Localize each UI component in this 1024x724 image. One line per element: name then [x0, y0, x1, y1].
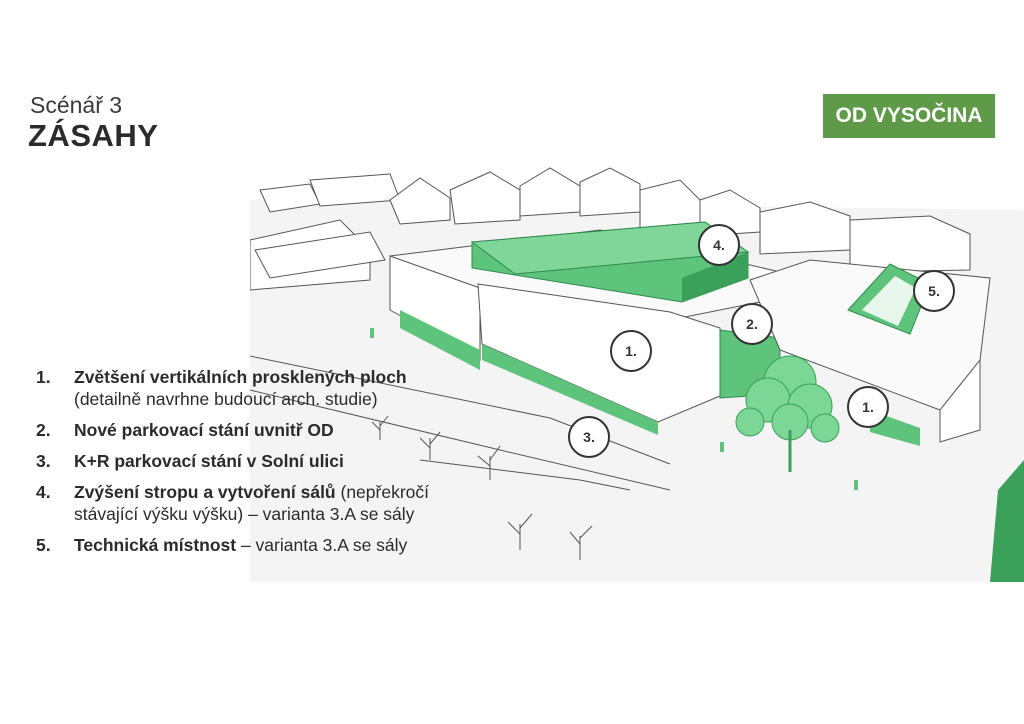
marker-label: 1.: [862, 399, 874, 415]
page-subtitle: Scénář 3: [30, 92, 123, 118]
legend-number: 1.: [36, 367, 51, 387]
marker-label: 5.: [928, 283, 940, 299]
legend-item-3: 3. K+R parkovací stání v Solní ulici: [36, 450, 556, 472]
marker-1-left: 1.: [610, 330, 652, 372]
aerial-illustration: 4. 5. 2. 1. 1. 3.: [250, 167, 1024, 582]
legend-item-2: 2. Nové parkovací stání uvnitř OD: [36, 419, 556, 441]
legend-title: K+R parkovací stání v Solní ulici: [74, 451, 344, 471]
page-title: ZÁSAHY: [28, 118, 159, 153]
marker-label: 3.: [583, 429, 595, 445]
legend-item-4: 4. Zvýšení stropu a vytvoření sálů (nepř…: [36, 481, 556, 525]
legend-detail: stávající výšku výšku) – varianta 3.A se…: [74, 504, 415, 524]
marker-label: 2.: [746, 316, 758, 332]
legend-detail: (detailně navrhne budoucí arch. studie): [74, 389, 378, 409]
legend-number: 5.: [36, 535, 51, 555]
legend-title: Zvýšení stropu a vytvoření sálů: [74, 482, 336, 502]
legend-item-5: 5. Technická místnost – varianta 3.A se …: [36, 534, 556, 556]
tree: [735, 355, 840, 443]
location-badge: OD VYSOČINA: [823, 94, 995, 138]
building-left: [254, 231, 386, 279]
legend-note: (nepřekročí: [335, 482, 429, 502]
legend-title: Nové parkovací stání uvnitř OD: [74, 420, 334, 440]
marker-label: 1.: [625, 343, 637, 359]
legend-title: Technická místnost: [74, 535, 237, 555]
legend-number: 3.: [36, 451, 51, 471]
legend-list: 1. Zvětšení vertikálních prosklených plo…: [36, 366, 556, 565]
legend-title: Zvětšení vertikálních prosklených ploch: [74, 367, 407, 387]
marker-5: 5.: [913, 270, 955, 312]
marker-2: 2.: [731, 303, 773, 345]
marker-3: 3.: [568, 416, 610, 458]
roof-halls-volume: [470, 221, 750, 303]
bare-trees: [371, 415, 593, 560]
legend-number: 4.: [36, 482, 51, 502]
people: [370, 328, 858, 490]
legend-note: – varianta 3.A se sály: [236, 535, 408, 555]
street-lines: [250, 355, 671, 491]
legend-item-1: 1. Zvětšení vertikálních prosklených plo…: [36, 366, 556, 410]
marker-1-right: 1.: [847, 386, 889, 428]
marker-4: 4.: [698, 224, 740, 266]
legend-number: 2.: [36, 420, 51, 440]
marker-label: 4.: [713, 237, 725, 253]
